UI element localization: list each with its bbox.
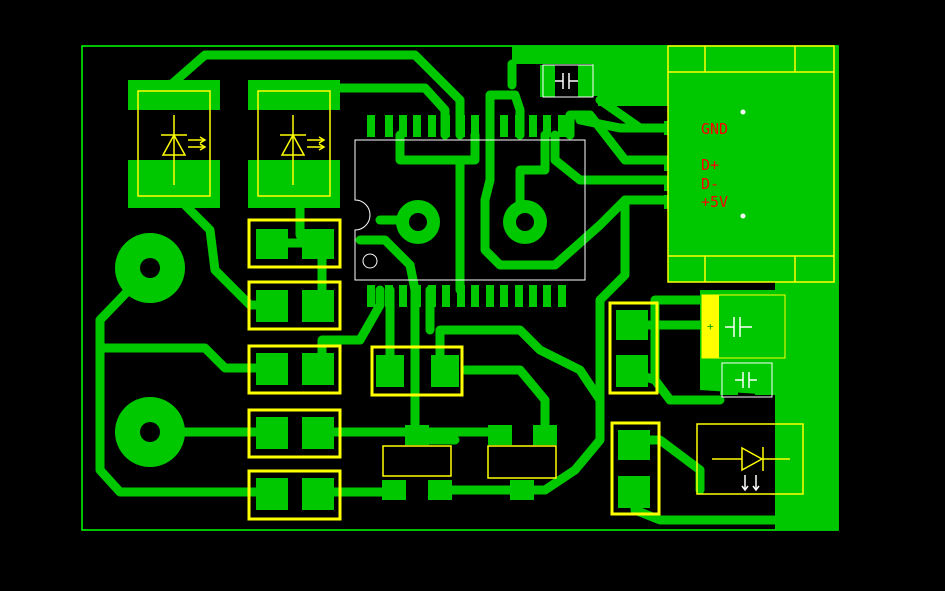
usb-pin-label: GND bbox=[701, 120, 728, 138]
usb-pin-labels: GND D+ D- +5V bbox=[701, 120, 728, 211]
usb-pin-label: D+ bbox=[701, 156, 719, 174]
usb-mount-dot bbox=[740, 213, 746, 219]
polarity-bar bbox=[702, 295, 719, 358]
capacitor-symbol bbox=[725, 317, 752, 337]
copper-pour bbox=[512, 46, 838, 530]
mounting-hole bbox=[409, 213, 427, 231]
usb-pin-label: +5V bbox=[701, 193, 728, 211]
capacitor-symbol bbox=[555, 73, 578, 89]
led-photodiode-symbol bbox=[280, 115, 326, 185]
led-outline bbox=[257, 90, 331, 197]
capacitor-symbol bbox=[735, 372, 757, 388]
usb-mount-dot bbox=[740, 109, 746, 115]
mounting-hole bbox=[140, 422, 160, 442]
diode-symbol bbox=[712, 446, 790, 492]
mounting-hole bbox=[140, 258, 160, 278]
usb-pin-label: D- bbox=[701, 175, 719, 193]
silkscreen bbox=[137, 45, 835, 521]
mounting-hole bbox=[516, 213, 534, 231]
usb-connector-outline bbox=[667, 45, 835, 283]
led-photodiode-symbol bbox=[161, 115, 207, 185]
drill-holes bbox=[140, 213, 534, 442]
led-outline bbox=[137, 90, 211, 197]
polarity-mark: + bbox=[707, 320, 714, 333]
